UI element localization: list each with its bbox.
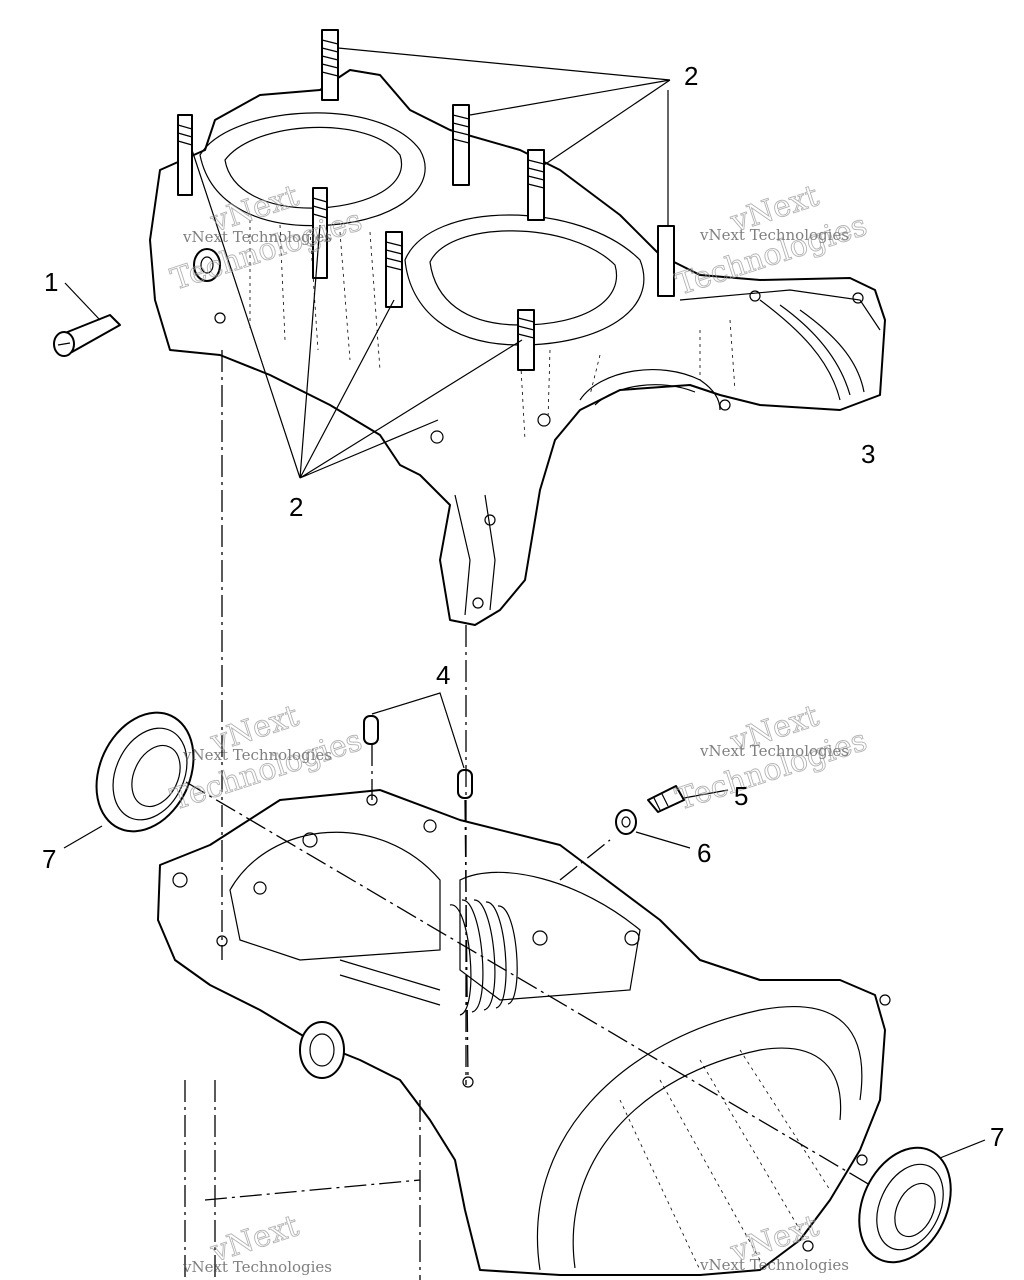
stud	[312, 187, 328, 279]
svg-text:vNext Technologies: vNext Technologies	[699, 742, 849, 760]
alignment-lines	[185, 350, 871, 1186]
svg-text:vNext Technologies: vNext Technologies	[182, 228, 332, 246]
svg-text:vNext Technologies: vNext Technologies	[182, 746, 332, 764]
leader-lines-2	[191, 47, 671, 479]
dowel-pins-part-4	[363, 692, 473, 799]
callout-1: 1	[44, 267, 58, 297]
callout-labels: 1 2 2 3 4 5 6 7 7	[42, 61, 1004, 1152]
svg-text:vNext Technologies: vNext Technologies	[699, 226, 849, 244]
stud	[657, 225, 675, 297]
cylinder-studs	[177, 29, 675, 371]
svg-text:vNext Technologies: vNext Technologies	[699, 1256, 849, 1274]
plug-part-5	[647, 785, 729, 813]
lower-crankcase	[157, 789, 891, 1280]
callout-4: 4	[436, 660, 450, 690]
stud	[517, 309, 535, 371]
svg-text:vNext Technologies: vNext Technologies	[182, 1258, 332, 1276]
callout-2-bottom: 2	[289, 492, 303, 522]
bolt-part-1	[53, 282, 121, 357]
stud	[177, 114, 193, 196]
callout-2-top: 2	[684, 61, 698, 91]
stud	[452, 104, 470, 186]
washer-part-6	[615, 809, 691, 849]
callout-7-left: 7	[42, 844, 56, 874]
gear-coil	[449, 899, 518, 1016]
stud	[527, 149, 545, 221]
callout-3: 3	[861, 439, 875, 469]
callout-7-right: 7	[990, 1122, 1004, 1152]
seal-right-part-7	[858, 1139, 986, 1264]
stud	[321, 29, 339, 101]
callout-6: 6	[697, 838, 711, 868]
callout-5: 5	[734, 781, 748, 811]
stud	[385, 231, 403, 308]
seal-left-part-7	[63, 711, 195, 849]
